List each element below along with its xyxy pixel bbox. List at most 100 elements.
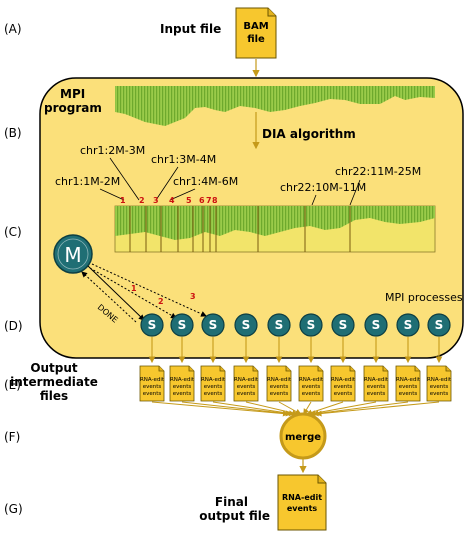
slave-node — [140, 313, 164, 337]
intermediate-doc-line3: events — [334, 391, 353, 397]
intermediate-doc-line3: events — [173, 391, 192, 397]
intermediate-doc-line3: events — [270, 391, 289, 397]
merge-in-arrow — [303, 401, 312, 415]
arrow-number-2: 2 — [158, 297, 164, 306]
final-label-line1: Final — [215, 495, 248, 509]
output-label-line1: Output — [30, 361, 78, 375]
row-labels: (A) (B) (C) (D) (E) (F) (G) — [4, 22, 23, 516]
segment-number: 4 — [169, 196, 175, 205]
merge-in-arrow — [278, 401, 302, 415]
final-label-line2: output file — [199, 509, 270, 523]
intermediate-doc-line3: events — [204, 391, 223, 397]
merge-in-arrow — [245, 401, 299, 416]
merge-label: merge — [285, 432, 321, 443]
bam-doc-line2: file — [247, 34, 265, 45]
intermediate-doc-line1: RNA-edit — [396, 377, 421, 383]
segment-number: 6 — [199, 196, 205, 205]
intermediate-doc-line2: events — [237, 384, 256, 390]
row-label-a: (A) — [4, 22, 22, 36]
output-label-line2: intermediate — [10, 375, 98, 389]
range-label-chr1-3m-4m: chr1:3M-4M — [151, 153, 216, 166]
merge-node: merge — [279, 412, 327, 460]
arrow-number-3: 3 — [190, 292, 196, 301]
slave-letter: S — [404, 318, 413, 332]
slave-letter: S — [242, 318, 251, 332]
row-label-d: (D) — [4, 319, 23, 333]
final-doc-line1: RNA-edit — [282, 493, 322, 502]
intermediate-doc-line2: events — [270, 384, 289, 390]
intermediate-doc-line3: events — [430, 391, 449, 397]
segment-numbers: 1 2 3 4 5 6 7 8 — [120, 196, 218, 205]
intermediate-doc-line1: RNA-edit — [331, 377, 356, 383]
intermediate-doc-line1: RNA-edit — [140, 377, 165, 383]
intermediate-doc-line3: events — [399, 391, 418, 397]
slave-node — [201, 313, 225, 337]
intermediate-doc-line2: events — [430, 384, 449, 390]
mpi-title-line1: MPI — [60, 87, 85, 101]
intermediate-doc-line2: events — [204, 384, 223, 390]
slave-node — [299, 313, 323, 337]
intermediate-doc-line1: RNA-edit — [299, 377, 324, 383]
intermediate-doc-line2: events — [173, 384, 192, 390]
bam-file-doc: BAM file — [235, 7, 277, 59]
coverage-profile — [115, 86, 435, 126]
intermediate-doc-line1: RNA-edit — [170, 377, 195, 383]
final-doc-line2: events — [287, 504, 318, 513]
intermediate-doc-line2: events — [334, 384, 353, 390]
slave-letter: S — [178, 318, 187, 332]
segment-number: 2 — [139, 196, 145, 205]
bam-doc-line1: BAM — [243, 21, 268, 32]
slave-letter: S — [148, 318, 157, 332]
range-label-chr1-4m-6m: chr1:4M-6M — [173, 175, 238, 188]
intermediate-doc-line3: events — [143, 391, 162, 397]
slave-node — [267, 313, 291, 337]
row-label-e: (E) — [4, 378, 21, 392]
master-node: M — [53, 234, 93, 274]
slave-letter: S — [307, 318, 316, 332]
intermediate-doc-line2: events — [302, 384, 321, 390]
mpi-title-line2: program — [44, 101, 102, 115]
segment-number: 1 — [120, 196, 126, 205]
slave-letter: S — [435, 318, 444, 332]
intermediate-doc-line3: events — [237, 391, 256, 397]
slave-node — [364, 313, 388, 337]
segment-number: 8 — [212, 196, 218, 205]
intermediate-doc-line2: events — [143, 384, 162, 390]
range-label-chr22-11m-25m: chr22:11M-25M — [335, 165, 421, 178]
arrow-number-1: 1 — [131, 284, 137, 293]
intermediate-doc-line2: events — [399, 384, 418, 390]
row-label-f: (F) — [4, 430, 20, 444]
segment-number: 3 — [153, 196, 159, 205]
intermediate-doc-line2: events — [367, 384, 386, 390]
intermediate-doc-line3: events — [367, 391, 386, 397]
intermediate-doc-line1: RNA-edit — [201, 377, 226, 383]
intermediate-doc-line1: RNA-edit — [364, 377, 389, 383]
slave-letter: S — [209, 318, 218, 332]
segment-number: 5 — [186, 196, 192, 205]
merge-in-arrow — [181, 401, 292, 417]
slave-node — [427, 313, 451, 337]
intermediate-doc-line3: events — [302, 391, 321, 397]
merge-in-arrow — [151, 401, 289, 417]
master-letter: M — [64, 243, 81, 267]
slave-node — [234, 313, 258, 337]
dia-algorithm-label: DIA algorithm — [262, 127, 356, 141]
slave-letter: S — [275, 318, 284, 332]
mpi-processes-label: MPI processes — [385, 291, 463, 304]
range-label-chr1-1m-2m: chr1:1M-2M — [55, 175, 120, 188]
row-label-c: (C) — [4, 225, 22, 239]
slave-letter: S — [372, 318, 381, 332]
merge-in-arrow — [212, 401, 295, 417]
input-file-label: Input file — [160, 22, 221, 36]
slave-letter: S — [339, 318, 348, 332]
